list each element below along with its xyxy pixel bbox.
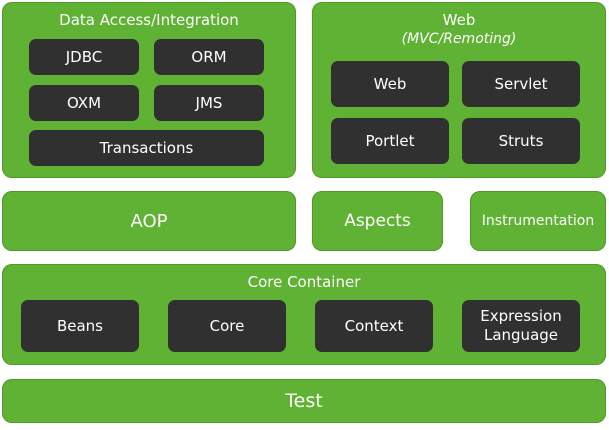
web-group-subtitle: (MVC/Remoting) <box>401 31 517 47</box>
core-module: Core <box>168 300 286 352</box>
data-access-integration-title: Data Access/Integration <box>59 11 239 29</box>
test-module: Test <box>2 379 606 423</box>
aspects-module: Aspects <box>312 191 443 251</box>
portlet-module: Portlet <box>331 118 449 164</box>
data-access-integration-group: Data Access/Integration JDBC ORM OXM JMS… <box>2 2 296 178</box>
oxm-module: OXM <box>29 85 139 121</box>
instrumentation-label: Instrumentation <box>481 213 595 229</box>
instrumentation-module: Instrumentation <box>470 191 606 251</box>
core-container-title: Core Container <box>247 273 361 291</box>
aspects-label: Aspects <box>344 211 411 231</box>
expression-language-module: Expression Language <box>462 300 580 352</box>
transactions-module: Transactions <box>29 130 264 166</box>
orm-module: ORM <box>154 39 264 75</box>
test-label: Test <box>285 390 323 412</box>
context-module: Context <box>315 300 433 352</box>
jdbc-module: JDBC <box>29 39 139 75</box>
core-container-group: Core Container Beans Core Context Expres… <box>2 264 606 365</box>
jms-module: JMS <box>154 85 264 121</box>
aop-module: AOP <box>2 191 296 251</box>
aop-label: AOP <box>130 210 168 232</box>
struts-module: Struts <box>462 118 580 164</box>
web-group-title: Web <box>442 11 476 29</box>
servlet-module: Servlet <box>462 61 580 107</box>
beans-module: Beans <box>21 300 139 352</box>
web-module: Web <box>331 61 449 107</box>
web-group: Web (MVC/Remoting) Web Servlet Portlet S… <box>312 2 606 178</box>
